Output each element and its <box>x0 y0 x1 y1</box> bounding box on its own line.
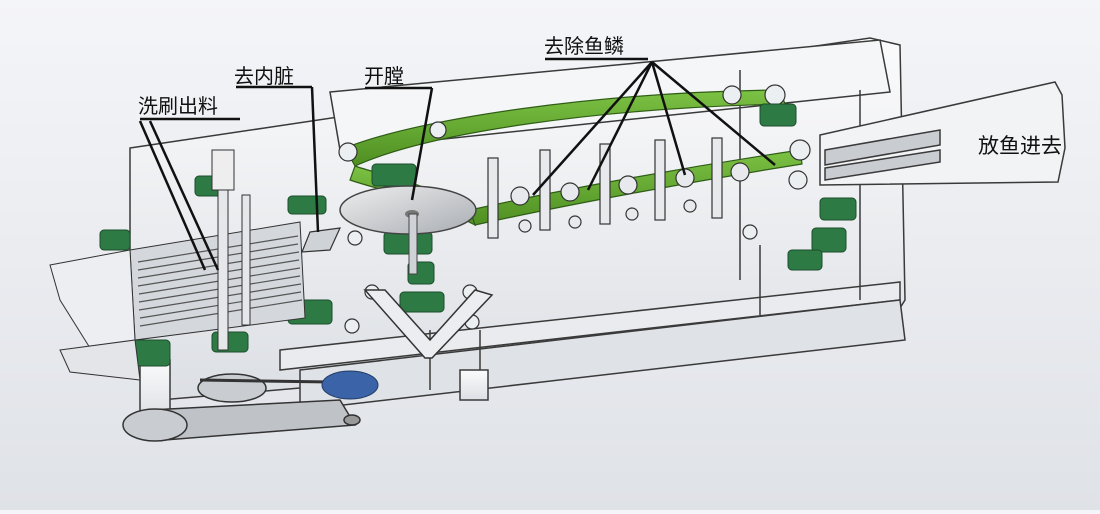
label-belly-opening: 开膛 <box>364 64 404 88</box>
washing-grill <box>49 149 306 381</box>
fish-inlet-chute <box>819 81 1066 186</box>
label-fish-inlet: 放鱼进去 <box>978 134 1062 158</box>
belly-opening-blade <box>339 185 477 275</box>
label-gutting: 去内脏 <box>234 64 294 88</box>
leader-lines <box>138 57 776 271</box>
label-descaling: 去除鱼鳞 <box>544 34 624 58</box>
descaling-brushes <box>487 137 750 239</box>
drive-belt <box>122 373 361 442</box>
gutting-plate <box>301 227 341 253</box>
label-washing-discharge: 洗刷出料 <box>138 94 218 118</box>
motor <box>321 370 379 400</box>
rollers <box>338 84 811 334</box>
bearing-blocks <box>99 103 857 367</box>
blade-bracket <box>363 289 494 359</box>
